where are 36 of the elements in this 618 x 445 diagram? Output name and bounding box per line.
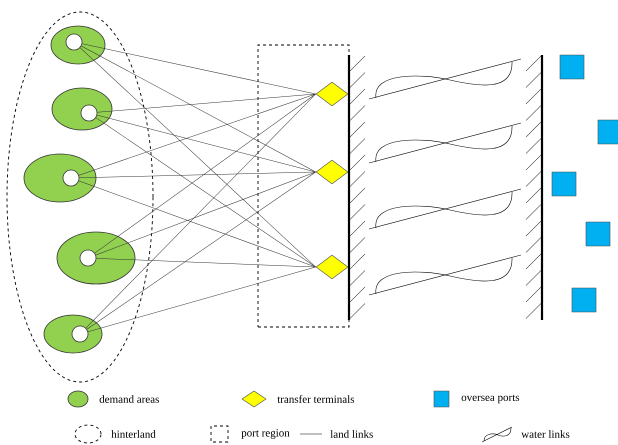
land-link — [96, 258, 316, 268]
land-link — [96, 172, 316, 256]
land-link — [88, 266, 316, 332]
terminal-diamond — [316, 254, 348, 280]
legend-label: oversea ports — [462, 394, 520, 404]
land-link — [94, 94, 316, 254]
legend-label: transfer terminals — [277, 395, 354, 403]
land-link — [79, 172, 316, 178]
land-link — [78, 94, 316, 176]
land-link — [97, 94, 316, 113]
port-square — [586, 222, 610, 246]
terminal-diamond — [316, 160, 348, 184]
port-region-box — [258, 44, 350, 328]
port-square — [572, 288, 596, 312]
legend-label: land links — [330, 430, 373, 438]
demand-area-ellipse — [44, 314, 102, 354]
legend-label: hinterland — [111, 430, 156, 438]
legend-label: demand areas — [100, 395, 159, 403]
land-link — [96, 117, 316, 268]
hinterland-ellipse — [6, 12, 154, 382]
land-link — [80, 47, 316, 268]
demand-area-ellipse — [24, 154, 96, 202]
legend-label: water links — [521, 430, 570, 438]
port-square — [552, 172, 576, 196]
land-link — [86, 94, 316, 328]
port-square — [560, 54, 584, 80]
land-link — [78, 180, 316, 268]
land-link — [86, 172, 316, 330]
land-link — [82, 44, 316, 94]
demand-area-ellipse — [50, 26, 106, 64]
legend-label: port region — [241, 429, 290, 439]
land-link — [81, 46, 316, 172]
terminal-diamond — [316, 82, 348, 106]
land-link — [96, 114, 316, 172]
demand-area-ellipse — [52, 88, 112, 130]
demand-area-ellipse — [56, 232, 136, 284]
